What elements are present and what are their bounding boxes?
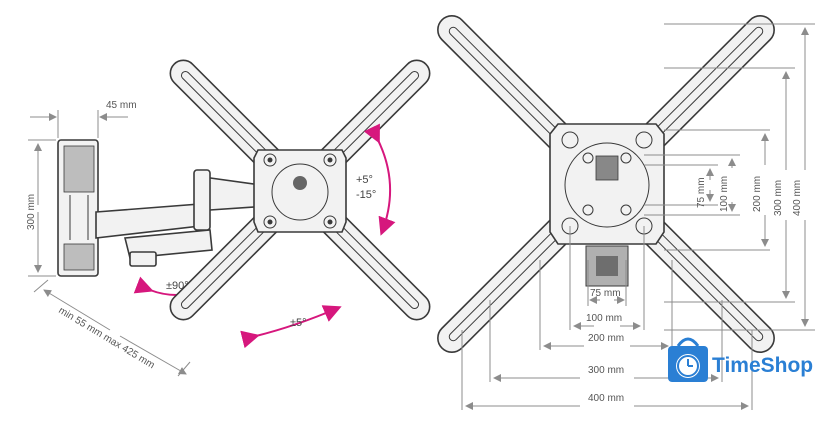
v-label-100: 100 mm [719, 176, 730, 212]
side-view: 45 mm 300 mm min 55 mm max 425 mm ±90° [26, 100, 269, 377]
brand-name: TimeShop [712, 354, 813, 377]
vertical-dimensions: 75 mm 100 mm 200 mm 300 mm 400 mm [644, 23, 815, 331]
wall-plate [57, 139, 99, 277]
h-label-300: 300 mm [588, 365, 624, 376]
v-label-75: 75 mm [696, 177, 707, 208]
v-label-200: 200 mm [752, 176, 763, 212]
tilt-arrow [363, 123, 396, 236]
front-view: 75 mm 100 mm 200 mm 300 mm 400 mm 75 mm … [437, 15, 815, 410]
h-label-100: 100 mm [586, 313, 622, 324]
rotation-label: ±5° [290, 317, 307, 329]
brand-logo: TimeShop [668, 337, 813, 382]
rotation-arrow [240, 305, 342, 349]
h-label-400: 400 mm [588, 393, 624, 404]
right-x-bracket [437, 15, 775, 353]
v-label-400: 400 mm [792, 180, 803, 216]
h-label-200: 200 mm [588, 333, 624, 344]
tilt-down-label: -15° [356, 189, 376, 201]
swing-arm [95, 169, 269, 267]
depth-label: 45 mm [106, 100, 137, 111]
h-label-75: 75 mm [590, 288, 621, 299]
shopping-bag-clock-icon [668, 337, 708, 382]
reach-label: min 55 mm max 425 mm [56, 305, 156, 371]
v-label-300: 300 mm [773, 180, 784, 216]
height-label: 300 mm [26, 194, 37, 230]
tilt-up-label: +5° [356, 174, 373, 186]
